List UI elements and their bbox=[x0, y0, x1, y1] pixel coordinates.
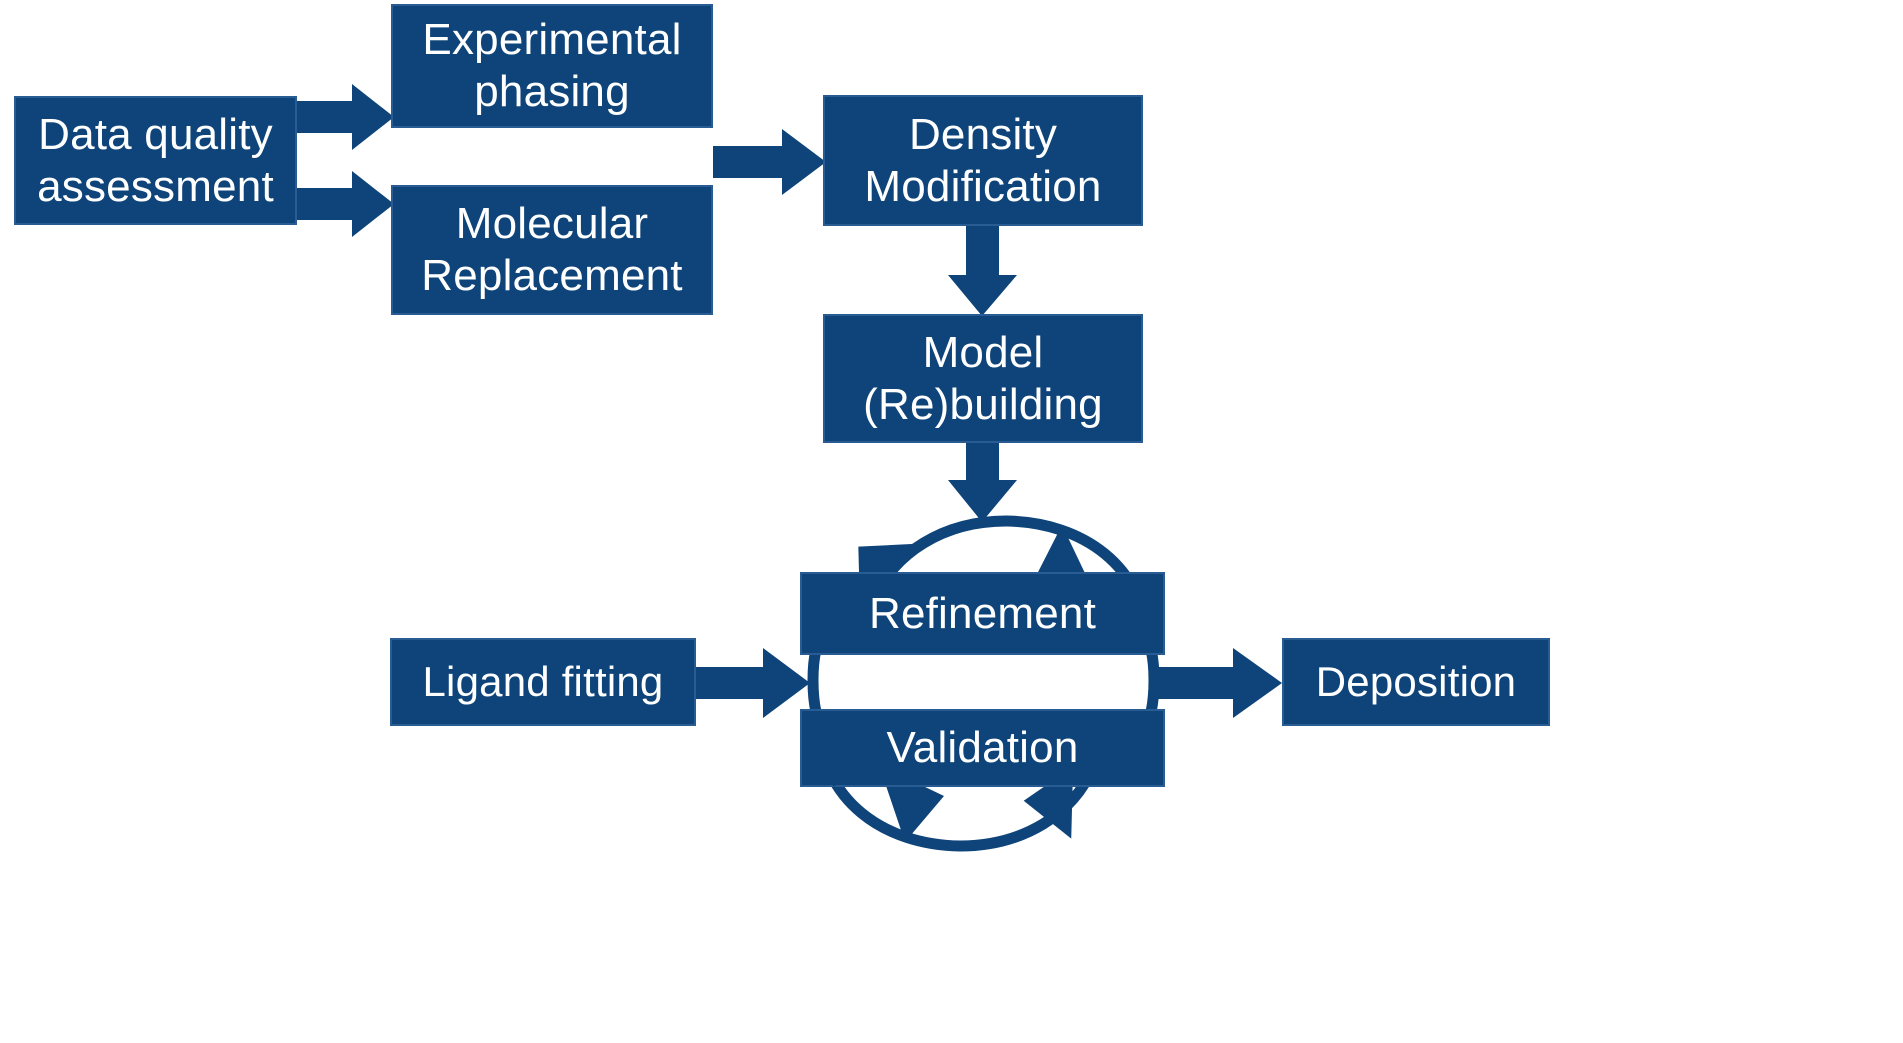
node-deposition[interactable]: Deposition bbox=[1282, 638, 1550, 726]
arrow-data-quality-to-mol-replacement bbox=[297, 171, 394, 237]
arrow-ligand-fitting-to-cycle bbox=[696, 648, 810, 718]
node-ligand-fitting[interactable]: Ligand fitting bbox=[390, 638, 696, 726]
node-density-modification[interactable]: Density Modification bbox=[823, 95, 1143, 226]
node-data-quality-assessment[interactable]: Data quality assessment bbox=[14, 96, 297, 225]
arrow-model-rebuilding-to-refinement bbox=[948, 443, 1017, 522]
cycle-ring-left-segment bbox=[807, 648, 822, 714]
node-refinement[interactable]: Refinement bbox=[800, 572, 1165, 655]
cycle-ring-right-segment bbox=[1145, 648, 1160, 714]
node-molecular-replacement[interactable]: Molecular Replacement bbox=[391, 185, 713, 315]
node-experimental-phasing[interactable]: Experimental phasing bbox=[391, 4, 713, 128]
node-model-rebuilding[interactable]: Model (Re)building bbox=[823, 314, 1143, 443]
node-validation[interactable]: Validation bbox=[800, 709, 1165, 787]
arrow-data-quality-to-exp-phasing bbox=[297, 84, 394, 150]
arrow-cycle-to-deposition bbox=[1156, 648, 1282, 718]
arrow-phasing-group-to-density-mod bbox=[713, 129, 826, 195]
arrow-density-mod-to-model-rebuilding bbox=[948, 226, 1017, 316]
